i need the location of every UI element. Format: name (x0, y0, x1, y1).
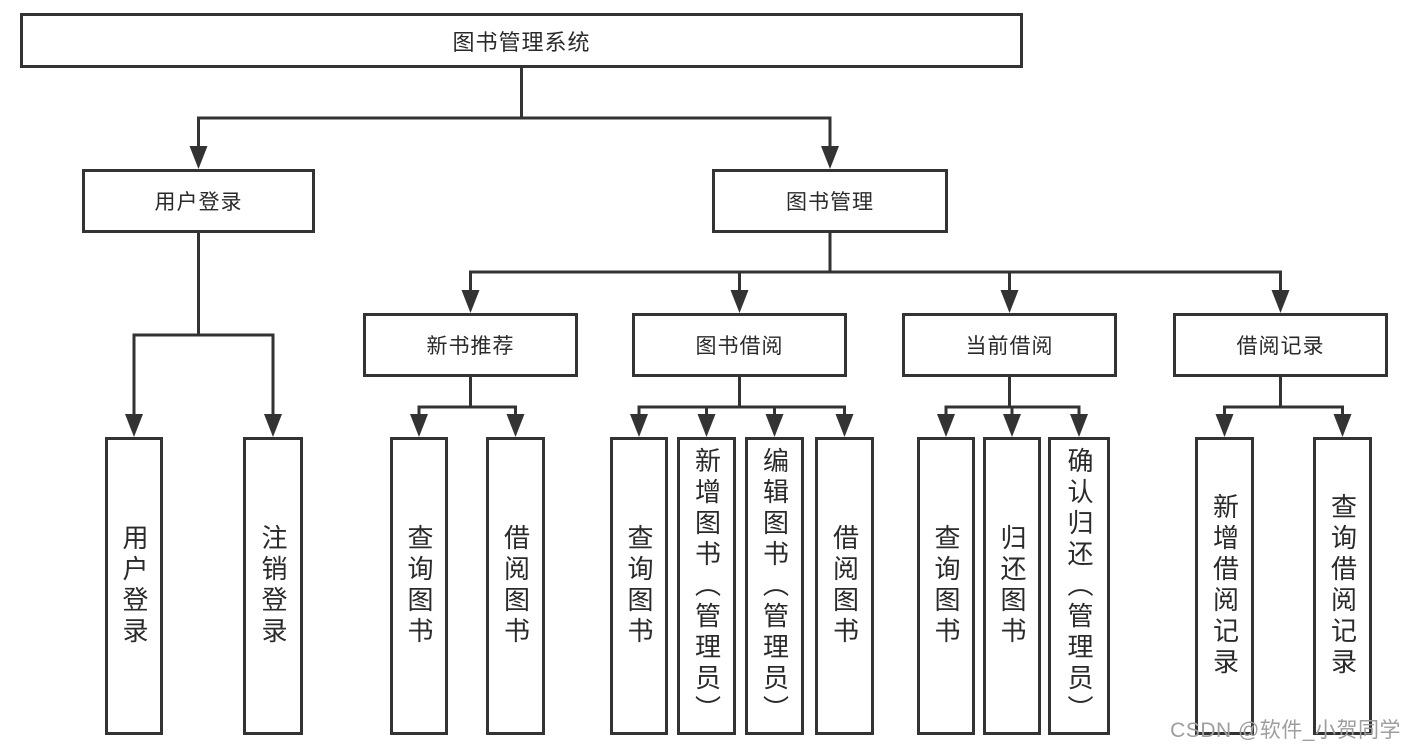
leaf-borrowing-query-books: 查询图书 (610, 437, 668, 735)
leaf-borrowing-edit-books-admin: 编辑图书（管理员） (745, 437, 804, 735)
leaf-label: 借阅图书 (829, 524, 860, 648)
leaf-borrowing-add-books-admin: 新增图书（管理员） (677, 437, 736, 735)
leaf-current-return-books: 归还图书 (983, 437, 1041, 735)
leaf-label: 查询图书 (931, 524, 961, 648)
csdn-watermark: CSDN @软件_小贺同学 (1170, 719, 1401, 742)
leaf-label: 新增借阅记录 (1209, 493, 1240, 679)
leaf-label: 查询借阅记录 (1327, 493, 1358, 679)
node-borrowing-records: 借阅记录 (1173, 313, 1388, 377)
leaf-newbook-query-books: 查询图书 (390, 437, 448, 735)
node-label: 新书推荐 (426, 335, 515, 358)
node-label: 当前借阅 (965, 335, 1054, 358)
node-library-management-system: 图书管理系统 (20, 13, 1023, 68)
leaf-borrowing-borrow-books: 借阅图书 (815, 437, 874, 735)
leaf-newbook-borrow-books: 借阅图书 (486, 437, 545, 735)
leaf-logout: 注销登录 (243, 437, 303, 735)
leaf-label: 查询图书 (404, 524, 434, 648)
node-current-borrowing: 当前借阅 (902, 313, 1117, 377)
node-label: 用户登录 (154, 191, 243, 214)
leaf-label: 用户登录 (119, 524, 149, 648)
node-label: 图书管理系统 (452, 29, 591, 55)
node-book-borrowing: 图书借阅 (632, 313, 847, 377)
leaf-label: 编辑图书（管理员） (759, 446, 790, 726)
leaf-records-query-borrow-record: 查询借阅记录 (1313, 437, 1372, 735)
leaf-current-query-books: 查询图书 (917, 437, 975, 735)
leaf-label: 新增图书（管理员） (691, 446, 722, 726)
leaf-label: 查询图书 (624, 524, 654, 648)
node-book-management: 图书管理 (712, 169, 948, 233)
leaf-label: 归还图书 (997, 524, 1027, 648)
leaf-label: 确认归还（管理员） (1064, 446, 1094, 726)
node-label: 借阅记录 (1236, 335, 1325, 358)
leaf-user-login: 用户登录 (105, 437, 163, 735)
leaf-label: 借阅图书 (500, 524, 531, 648)
leaf-current-confirm-return-admin: 确认归还（管理员） (1048, 437, 1110, 735)
node-user-login: 用户登录 (82, 169, 315, 233)
node-new-book-recommendation: 新书推荐 (363, 313, 578, 377)
leaf-label: 注销登录 (258, 524, 288, 648)
node-label: 图书借阅 (695, 335, 784, 358)
leaf-records-add-borrow-record: 新增借阅记录 (1195, 437, 1254, 735)
node-label: 图书管理 (786, 191, 874, 214)
